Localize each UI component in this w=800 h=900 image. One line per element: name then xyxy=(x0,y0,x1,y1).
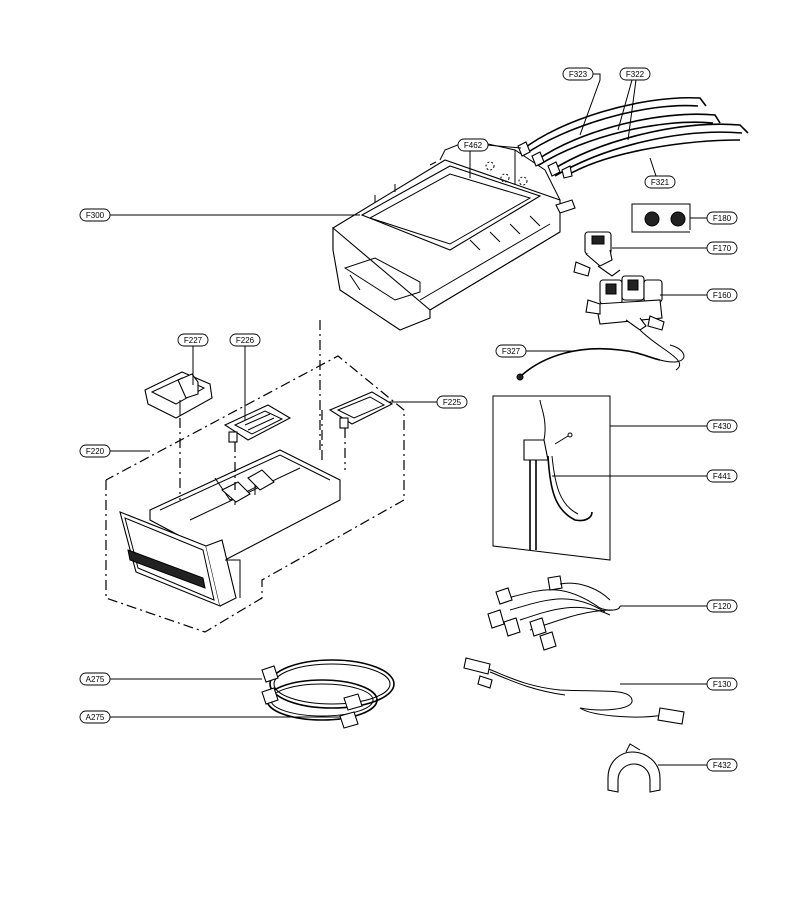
leader-lines xyxy=(109,73,707,766)
valve-caps xyxy=(631,203,691,233)
label-F227: F227 xyxy=(177,333,209,347)
label-F327: F327 xyxy=(495,344,527,358)
svg-text:F430: F430 xyxy=(713,422,732,431)
svg-text:F300: F300 xyxy=(86,211,105,220)
label-A275-lower: A275 xyxy=(79,710,111,724)
svg-text:F322: F322 xyxy=(626,70,645,79)
label-F220: F220 xyxy=(79,444,111,458)
siphon-cap-left xyxy=(223,404,292,443)
triple-water-valve xyxy=(585,275,680,371)
svg-text:F220: F220 xyxy=(86,447,105,456)
label-F120: F120 xyxy=(706,599,738,613)
svg-text:F441: F441 xyxy=(713,472,732,481)
label-A275-upper: A275 xyxy=(79,672,111,686)
single-water-valve xyxy=(573,231,621,277)
label-F170: F170 xyxy=(706,241,738,255)
svg-text:F160: F160 xyxy=(713,291,732,300)
hose-guide-clip xyxy=(607,743,661,793)
dispenser-housing xyxy=(332,139,576,331)
svg-text:A275: A275 xyxy=(86,675,105,684)
siphon-cap-right xyxy=(328,391,394,429)
svg-text:F227: F227 xyxy=(184,336,203,345)
wire-harness-lower xyxy=(463,657,685,725)
label-F225: F225 xyxy=(436,395,468,409)
label-F322: F322 xyxy=(619,67,651,81)
svg-text:F225: F225 xyxy=(443,398,462,407)
svg-text:F170: F170 xyxy=(713,244,732,253)
label-F441: F441 xyxy=(706,469,738,483)
svg-text:F323: F323 xyxy=(569,70,588,79)
inlet-hose-coils xyxy=(261,659,395,729)
label-F160: F160 xyxy=(706,288,738,302)
svg-text:F321: F321 xyxy=(651,178,670,187)
drain-hose-kit xyxy=(492,395,611,561)
label-F323: F323 xyxy=(562,67,594,81)
svg-text:F180: F180 xyxy=(713,214,732,223)
svg-text:F226: F226 xyxy=(236,336,255,345)
label-F130: F130 xyxy=(706,677,738,691)
detergent-drawer-assembly xyxy=(105,320,405,633)
label-F226: F226 xyxy=(229,333,261,347)
label-F180: F180 xyxy=(706,211,738,225)
svg-text:F120: F120 xyxy=(713,602,732,611)
wire-harness-upper xyxy=(487,575,621,651)
label-F300: F300 xyxy=(79,208,111,222)
sensor-wire xyxy=(516,344,685,381)
svg-text:F432: F432 xyxy=(713,761,732,770)
inlet-hoses xyxy=(517,96,749,179)
label-F462: F462 xyxy=(457,138,489,152)
svg-text:F130: F130 xyxy=(713,680,732,689)
label-F321: F321 xyxy=(644,175,676,189)
svg-text:F327: F327 xyxy=(502,347,521,356)
label-F432: F432 xyxy=(706,758,738,772)
softener-cap xyxy=(144,371,213,419)
svg-text:F462: F462 xyxy=(464,141,483,150)
svg-text:A275: A275 xyxy=(86,713,105,722)
label-F430: F430 xyxy=(706,419,738,433)
